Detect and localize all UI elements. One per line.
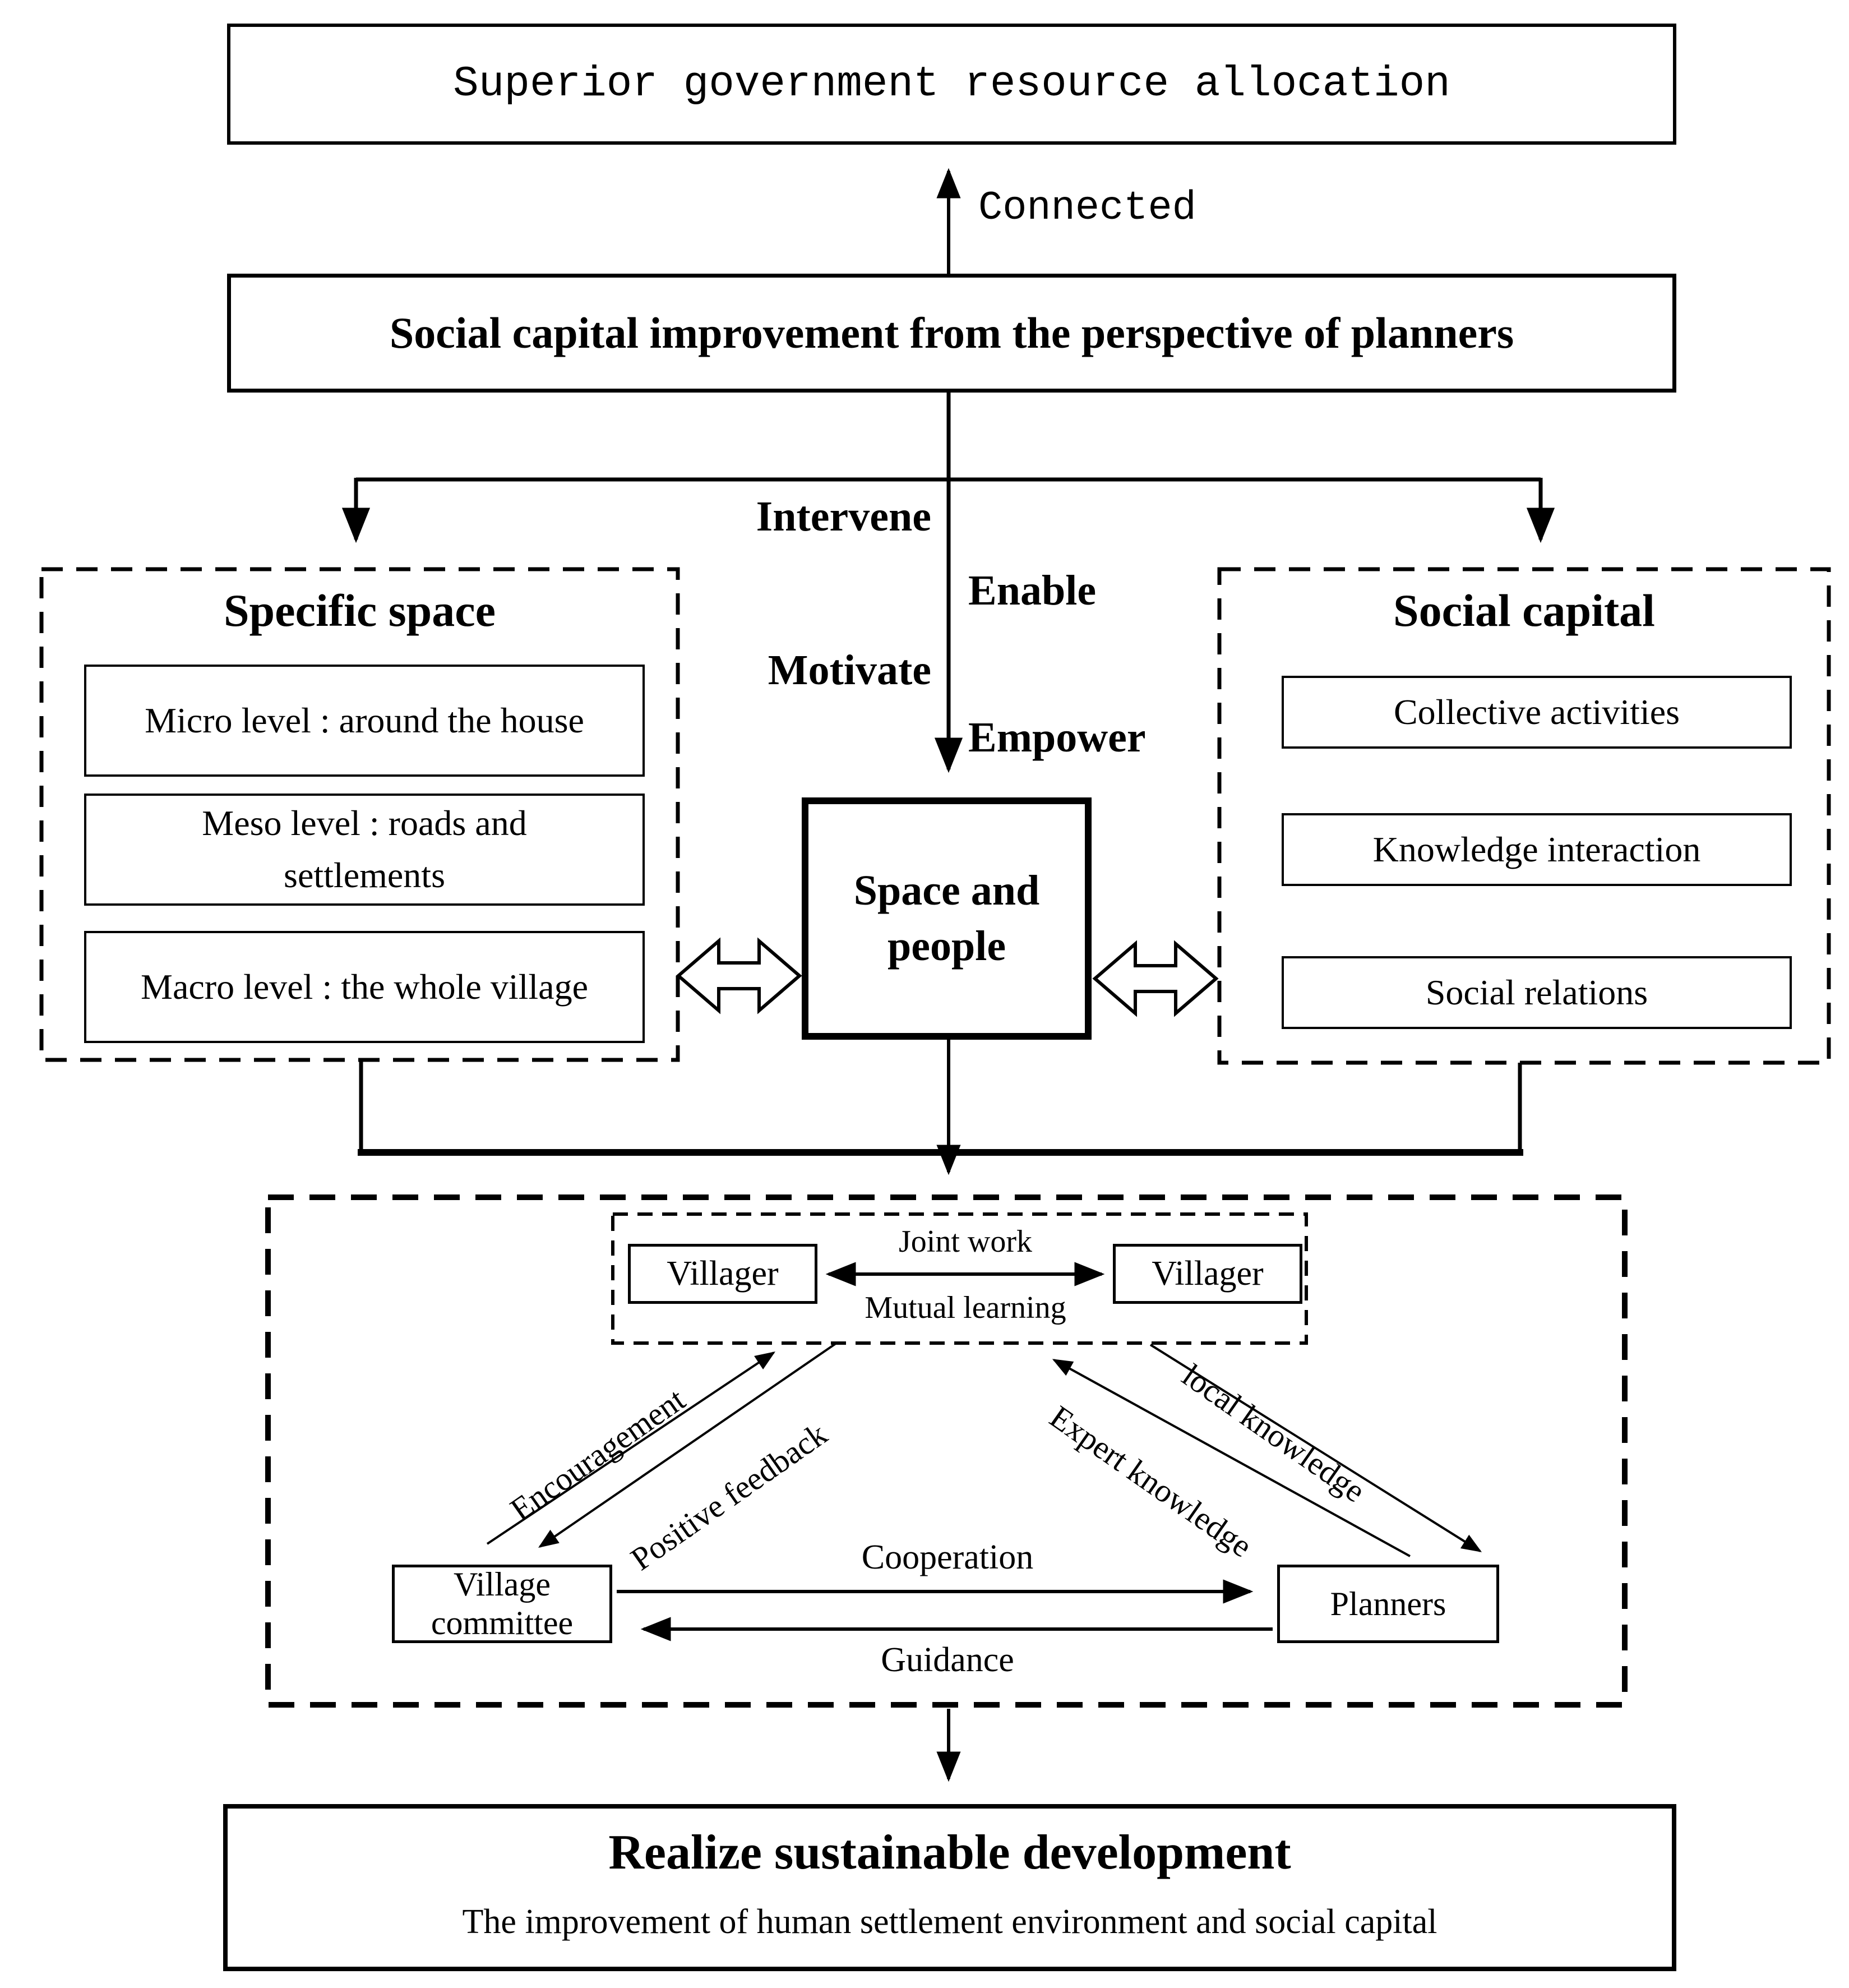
interaction-dashed-border	[265, 1194, 1628, 1708]
meso-level-label: Meso level : roads and settlements	[202, 803, 527, 895]
villager-right-box: Villager	[1113, 1244, 1302, 1304]
joint-work-label: Joint work	[899, 1224, 1032, 1259]
meso-level-box: Meso level : roads and settlements	[84, 794, 645, 906]
motivate-label: Motivate	[768, 647, 931, 694]
villagers-dashed-border	[611, 1212, 1308, 1345]
planners-box: Planners	[1277, 1565, 1499, 1643]
outcome-title: Realize sustainable development	[608, 1825, 1291, 1880]
arrow-positive-feedback	[538, 1342, 838, 1548]
mutual-learning-label: Mutual learning	[865, 1290, 1066, 1325]
social-relations-label: Social relations	[1425, 972, 1648, 1012]
empower-label: Empower	[968, 714, 1146, 761]
planners-label: Planners	[1330, 1585, 1446, 1622]
connected-label: Connected	[978, 185, 1196, 231]
macro-level-box: Macro level : the whole village	[84, 931, 645, 1043]
superior-government-label: Superior government resource allocation	[453, 60, 1450, 108]
villager-left-label: Villager	[667, 1254, 779, 1293]
double-arrow-space-left-icon	[676, 937, 802, 1014]
village-committee-label: Village committee	[431, 1566, 574, 1641]
collective-activities-box: Collective activities	[1282, 676, 1792, 749]
micro-level-box: Micro level : around the house	[84, 665, 645, 777]
double-arrow-space-right-icon	[1092, 940, 1219, 1017]
guidance-label: Guidance	[881, 1641, 1014, 1679]
knowledge-interaction-label: Knowledge interaction	[1372, 829, 1701, 869]
arrow-expert-knowledge	[1052, 1359, 1411, 1557]
planners-perspective-box: Social capital improvement from the pers…	[227, 274, 1676, 393]
micro-level-label: Micro level : around the house	[145, 700, 584, 740]
knowledge-interaction-box: Knowledge interaction	[1282, 813, 1792, 886]
social-capital-title: Social capital	[1393, 585, 1655, 636]
planners-perspective-label: Social capital improvement from the pers…	[389, 308, 1514, 357]
village-committee-box: Village committee	[392, 1565, 612, 1643]
arrow-encouragement	[486, 1352, 775, 1545]
specific-space-title: Specific space	[223, 585, 496, 636]
outcome-box: Realize sustainable development The impr…	[223, 1804, 1676, 1971]
cooperation-label: Cooperation	[861, 1538, 1034, 1576]
superior-government-box: Superior government resource allocation	[227, 24, 1676, 145]
space-and-people-label: Space and people	[853, 867, 1040, 970]
space-and-people-box: Space and people	[802, 797, 1092, 1040]
enable-label: Enable	[968, 567, 1097, 614]
outcome-subtitle: The improvement of human settlement envi…	[462, 1903, 1437, 1941]
macro-level-label: Macro level : the whole village	[141, 966, 588, 1007]
villager-left-box: Villager	[628, 1244, 817, 1304]
collective-activities-label: Collective activities	[1393, 691, 1680, 732]
social-capital-dashed-border	[1217, 567, 1831, 1065]
villager-right-label: Villager	[1152, 1254, 1264, 1293]
arrow-local-knowledge	[1149, 1344, 1482, 1552]
social-relations-box: Social relations	[1282, 956, 1792, 1029]
intervene-label: Intervene	[756, 493, 931, 540]
